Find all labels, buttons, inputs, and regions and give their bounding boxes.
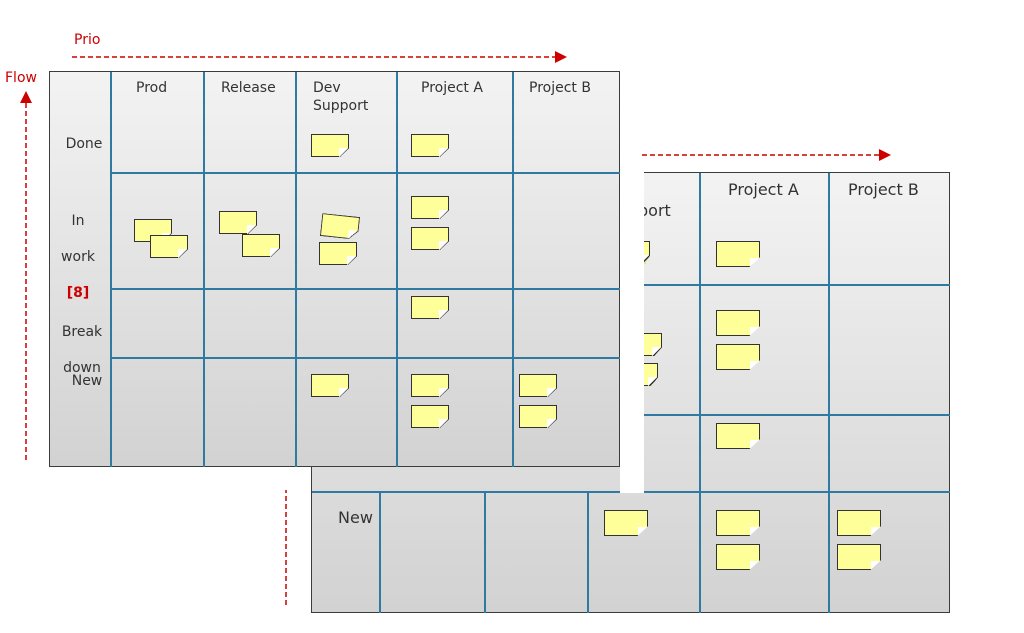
grid-line: [828, 173, 830, 613]
sticky-note[interactable]: [716, 241, 760, 267]
row-label-done: Done: [65, 136, 103, 152]
sticky-note[interactable]: [716, 344, 760, 370]
sticky-note[interactable]: [411, 227, 449, 250]
column-header-project-a: Project A: [728, 180, 799, 199]
grid-line: [642, 284, 950, 286]
row-label-breakdown: Break down: [60, 305, 104, 395]
grid-line: [110, 357, 620, 359]
grid-line: [110, 172, 620, 174]
grid-line: [379, 493, 381, 613]
sticky-note[interactable]: [219, 211, 257, 234]
row-label-breakdown-line2: down: [63, 360, 101, 376]
grid-line: [110, 72, 112, 467]
row-label-new: New: [71, 373, 103, 389]
sticky-note[interactable]: [319, 242, 357, 265]
grid-line: [110, 288, 620, 290]
row-label-in-work-line1: In: [71, 213, 85, 229]
column-header-dev-support: Dev Support: [313, 80, 369, 114]
sticky-note[interactable]: [150, 235, 188, 258]
column-header-project-a: Project A: [421, 80, 483, 96]
wip-limit-badge: [8]: [66, 285, 90, 301]
grid-line: [203, 72, 205, 467]
grid-line: [587, 493, 589, 613]
sticky-note[interactable]: [411, 374, 449, 397]
board-overlap-gap: [620, 172, 644, 493]
sticky-note[interactable]: [311, 134, 349, 157]
row-label-in-work-line2: work: [61, 249, 95, 265]
row-label-in-work: In work [8]: [56, 194, 100, 320]
grid-line: [642, 414, 950, 416]
sticky-note[interactable]: [411, 405, 449, 428]
sticky-note[interactable]: [716, 310, 760, 336]
sticky-note[interactable]: [320, 213, 360, 240]
sticky-note[interactable]: [411, 296, 449, 319]
sticky-note[interactable]: [311, 374, 349, 397]
sticky-note[interactable]: [242, 234, 280, 257]
sticky-note[interactable]: [716, 510, 760, 536]
row-label-breakdown-line1: Break: [61, 324, 103, 340]
sticky-note[interactable]: [411, 134, 449, 157]
column-header-project-b: Project B: [529, 80, 591, 96]
grid-line: [512, 72, 514, 467]
grid-line: [484, 493, 486, 613]
sticky-note[interactable]: [519, 374, 557, 397]
sticky-note[interactable]: [716, 423, 760, 449]
sticky-note[interactable]: [519, 405, 557, 428]
grid-line: [295, 72, 297, 467]
column-header-dev-support-partial: port: [638, 201, 671, 220]
grid-line: [699, 173, 701, 613]
prio-axis-label: Prio: [74, 32, 101, 48]
kanban-board-front: Prod Release Dev Support Project A Proje…: [49, 71, 620, 467]
column-header-project-b: Project B: [848, 180, 919, 199]
sticky-note[interactable]: [716, 544, 760, 570]
column-header-prod: Prod: [136, 80, 168, 96]
column-header-release: Release: [221, 80, 276, 96]
row-label-new: New: [338, 508, 373, 527]
flow-axis-label: Flow: [5, 70, 37, 86]
sticky-note[interactable]: [411, 196, 449, 219]
sticky-note[interactable]: [604, 510, 648, 536]
sticky-note[interactable]: [837, 510, 881, 536]
grid-line: [396, 72, 398, 467]
sticky-note[interactable]: [837, 544, 881, 570]
